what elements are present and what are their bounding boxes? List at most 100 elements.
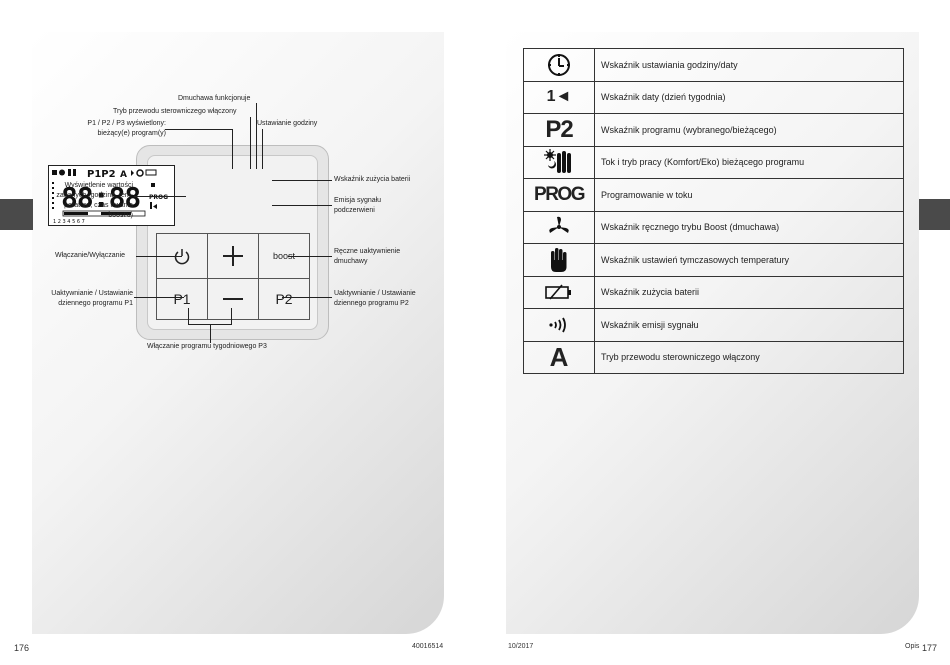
label-p-shown-line2: bieżący(e) program(y) <box>97 130 166 137</box>
row-text: Wskaźnik ręcznego trybu Boost (dmuchawa) <box>594 210 904 244</box>
icon-cell <box>523 48 595 82</box>
lcd-display: P1P2 A 88:88 PROG 1 2 3 4 5 6 7 <box>48 165 175 226</box>
leader-p3-right <box>231 308 232 325</box>
leader-battery <box>272 180 332 181</box>
right-page-number: 177 <box>922 643 938 653</box>
leader-ir <box>272 205 332 206</box>
leader-p3-v <box>210 324 211 343</box>
row-text: Tryb przewodu sterowniczego włączony <box>594 340 904 374</box>
label-ir-line2: podczerwieni <box>334 207 375 214</box>
svg-text:P1P2: P1P2 <box>87 169 116 180</box>
document-code: 40016514 <box>412 643 444 650</box>
lcd-prog-text: PROG <box>149 194 168 201</box>
icon-cell: P2 <box>523 113 595 147</box>
table-row: Tok i tryb pracy (Komfort/Eko) bieżącego… <box>523 145 904 179</box>
label-p2-line1: Uaktywnianie / Ustawianie <box>334 290 416 297</box>
leader-p2 <box>282 297 332 298</box>
leader-clock <box>262 129 263 169</box>
label-display-line1: Wyświetlenie wartości <box>64 182 133 189</box>
row-text: Wskaźnik emisji sygnału <box>594 308 904 342</box>
label-power: Włączanie/Wyłączanie <box>55 252 125 259</box>
row-text: Wskaźnik daty (dzień tygodnia) <box>594 80 904 114</box>
label-boost-line2: dmuchawy <box>334 258 368 265</box>
document-date: 10/2017 <box>508 643 534 650</box>
icon-cell <box>523 308 595 342</box>
power-icon <box>174 249 190 265</box>
lcd-day-numbers: 1 2 3 4 5 6 7 <box>53 219 85 225</box>
clock-icon <box>548 53 570 76</box>
left-page-number: 176 <box>14 643 30 653</box>
edge-tab-left <box>0 199 33 230</box>
indicator-legend-table: Wskaźnik ustawiania godziny/daty 1◄ Wska… <box>523 48 904 374</box>
leader-p-shown-v <box>232 129 233 169</box>
label-p1-line2: dziennego programu P1 <box>58 300 133 307</box>
table-row: Wskaźnik emisji sygnału <box>523 308 904 342</box>
section-name: Opis <box>905 643 920 650</box>
hand-icon <box>551 247 567 272</box>
row-text: Programowanie w toku <box>594 178 904 212</box>
icon-cell <box>523 275 595 309</box>
p2-button-label: P2 <box>275 291 293 307</box>
wire-mode-icon: A <box>549 341 569 372</box>
label-p2-line2: dziennego programu P2 <box>334 300 409 307</box>
label-p3: Włączanie programu tygodniowego P3 <box>147 343 267 350</box>
label-clock: Ustawianie godziny <box>257 120 318 127</box>
leader-p1 <box>134 297 184 298</box>
minus-button[interactable] <box>207 278 259 320</box>
row-text: Wskaźnik ustawień tymczasowych temperatu… <box>594 243 904 277</box>
edge-tab-right <box>919 199 950 230</box>
lcd-segments: P1P2 A 88:88 PROG 1 2 3 4 5 6 7 <box>52 169 168 225</box>
leader-power <box>136 256 182 257</box>
p2-button[interactable]: P2 <box>258 278 310 320</box>
minus-icon <box>223 298 243 300</box>
signal-icon <box>549 317 566 333</box>
table-row: Wskaźnik ustawiania godziny/daty <box>523 48 904 82</box>
label-p-shown-line1: P1 / P2 / P3 wyświetlony: <box>87 120 166 127</box>
boost-button-label: boost <box>272 251 296 261</box>
icon-cell <box>523 243 595 277</box>
label-p1: Uaktywnianie / Ustawianie dziennego prog… <box>30 289 133 309</box>
row-text: Wskaźnik zużycia baterii <box>594 275 904 309</box>
table-row: Wskaźnik ręcznego trybu Boost (dmuchawa) <box>523 210 904 244</box>
label-display-line3: peratura, czas trwania <box>64 202 133 209</box>
label-p-shown: P1 / P2 / P3 wyświetlony: bieżący(e) pro… <box>64 119 166 139</box>
label-boost: Ręczne uaktywnienie dmuchawy <box>334 247 400 267</box>
leader-boost <box>288 256 332 257</box>
label-ir-line1: Emisja sygnału <box>334 197 382 204</box>
label-display: Wyświetlenie wartości zadanych (godzina,… <box>40 181 133 221</box>
battery-icon <box>545 284 571 300</box>
label-p1-line1: Uaktywnianie / Ustawianie <box>51 290 133 297</box>
leader-wired <box>250 117 251 169</box>
lcd-digits: 88:88 <box>61 181 140 214</box>
table-row: PROG Programowanie w toku <box>523 178 904 212</box>
row-text: Tok i tryb pracy (Komfort/Eko) bieżącego… <box>594 145 904 179</box>
row-text: Wskaźnik ustawiania godziny/daty <box>594 48 904 82</box>
leader-p-shown-h <box>165 129 233 130</box>
label-boost-line1: Ręczne uaktywnienie <box>334 248 401 255</box>
day-indicator-icon: 1◄ <box>546 88 572 106</box>
table-row: Wskaźnik ustawień tymczasowych temperatu… <box>523 243 904 277</box>
label-fan: Dmuchawa funkcjonuje <box>178 95 251 102</box>
program-p2-icon: P2 <box>545 115 573 143</box>
row-text: Wskaźnik programu (wybranego/bieżącego) <box>594 113 904 147</box>
label-wired: Tryb przewodu sterowniczego włączony <box>113 108 237 115</box>
comfort-eco-icon <box>544 149 571 174</box>
table-row: P2 Wskaźnik programu (wybranego/bieżąceg… <box>523 113 904 147</box>
leader-p3-left <box>188 308 189 325</box>
icon-cell: PROG <box>523 178 595 212</box>
table-row: 1◄ Wskaźnik daty (dzień tygodnia) <box>523 80 904 114</box>
plus-button[interactable] <box>207 233 259 279</box>
icon-cell: 1◄ <box>523 80 595 114</box>
icon-cell: A <box>523 340 595 374</box>
label-display-line4: boost'u) <box>108 212 133 219</box>
label-display-line2: zadanych (godzina, tem- <box>56 192 133 199</box>
label-p2: Uaktywnianie / Ustawianie dziennego prog… <box>334 289 416 309</box>
icon-cell <box>523 145 595 179</box>
leader-fan <box>256 103 257 169</box>
prog-icon: PROG <box>534 183 585 205</box>
table-row: A Tryb przewodu sterowniczego włączony <box>523 340 904 374</box>
label-battery: Wskaźnik zużycia baterii <box>334 176 411 183</box>
p1-button[interactable]: P1 <box>156 278 208 320</box>
icon-cell <box>523 210 595 244</box>
svg-text:A: A <box>120 170 127 180</box>
